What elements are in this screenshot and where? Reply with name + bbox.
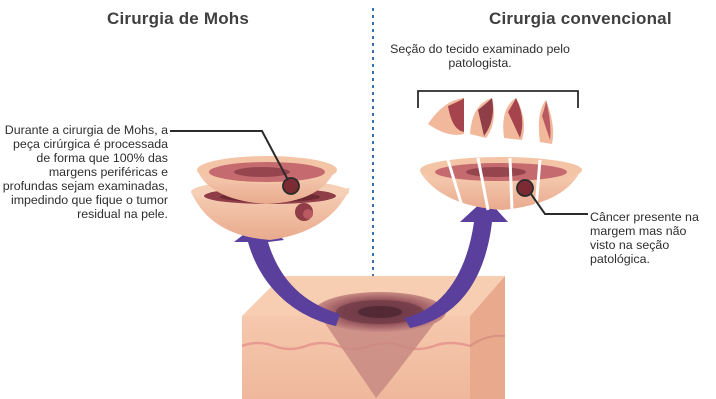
conventional-specimen — [420, 157, 582, 210]
section-examined-label: Seção do tecido examinado pelo patologis… — [380, 42, 580, 70]
bracket — [418, 91, 578, 108]
tissue-slices — [428, 98, 553, 144]
mohs-specimen — [191, 156, 350, 240]
cancer-missed-label: Câncer presente na margem mas não visto … — [590, 210, 714, 266]
mohs-description: Durante a cirurgia de Mohs, a peça cirúr… — [2, 123, 168, 221]
title-conventional: Cirurgia convencional — [489, 9, 672, 29]
title-mohs: Cirurgia de Mohs — [107, 9, 249, 29]
